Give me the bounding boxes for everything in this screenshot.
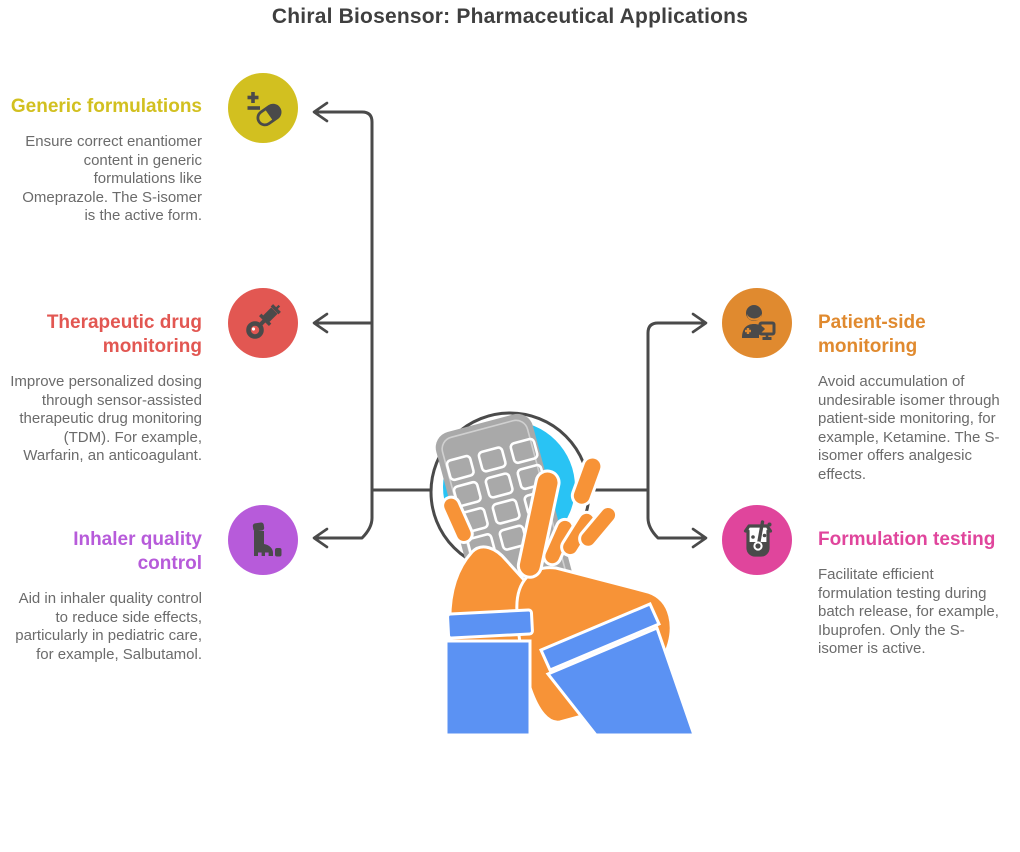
right-cuff — [539, 602, 661, 672]
arrow-left-middle-icon — [312, 312, 329, 334]
node-description: Aid in inhaler quality control to reduce… — [15, 590, 202, 663]
right-sleeve — [545, 625, 697, 737]
right-index-finger — [516, 469, 561, 579]
node-description: Ensure correct enantiomer content in gen… — [22, 133, 202, 224]
syringe-icon — [246, 304, 281, 339]
plus-minus-pill-icon — [247, 92, 282, 127]
inhaler-quality-control-badge — [228, 505, 298, 575]
node-description: Improve personalized dosing through sens… — [10, 373, 202, 464]
right-finger-3 — [578, 504, 619, 549]
generic-formulations-badge — [228, 73, 298, 143]
left-thumb — [441, 495, 474, 544]
node-heading: Therapeutic drug monitoring — [46, 312, 202, 357]
right-connector-lines — [584, 312, 708, 549]
thermometer-shape — [753, 520, 765, 551]
arrow-left-bottom-icon — [312, 527, 329, 549]
node-heading: Generic formulations — [10, 96, 202, 117]
node-heading: Inhaler quality control — [73, 529, 202, 574]
inhaler-icon — [252, 522, 282, 557]
arrow-right-top-icon — [691, 312, 708, 334]
arrow-left-top-icon — [312, 101, 329, 123]
arrow-right-bottom-icon — [691, 527, 708, 549]
patient-side-monitoring-badge — [722, 288, 792, 358]
therapeutic-drug-monitoring-badge — [228, 288, 298, 358]
node-heading: Patient-side monitoring — [818, 312, 926, 357]
node-patient-side-monitoring: Patient-side monitoring Avoid accumulati… — [818, 311, 1008, 484]
left-trunk-line — [314, 110, 374, 540]
right-trunk-line — [646, 321, 706, 540]
left-cuff — [446, 608, 534, 640]
beaker-thermometer-icon — [743, 520, 773, 557]
doctor-with-monitor-icon — [742, 305, 776, 340]
node-description: Avoid accumulation of undesirable isomer… — [818, 373, 1000, 483]
left-connector-lines — [312, 101, 436, 549]
center-illustration — [429, 411, 697, 737]
page-title: Chiral Biosensor: Pharmaceutical Applica… — [271, 5, 749, 28]
node-inhaler-quality-control: Inhaler quality control Aid in inhaler q… — [10, 528, 202, 664]
node-therapeutic-drug-monitoring: Therapeutic drug monitoring Improve pers… — [10, 311, 202, 466]
formulation-testing-badge — [722, 505, 792, 575]
sleeves — [444, 602, 697, 737]
node-description: Facilitate efficient formulation testing… — [818, 566, 999, 657]
left-sleeve — [444, 639, 532, 737]
monitor-shape — [758, 321, 776, 340]
node-formulation-testing: Formulation testing Facilitate efficient… — [818, 528, 1008, 659]
node-heading: Formulation testing — [818, 529, 996, 550]
node-generic-formulations: Generic formulations Ensure correct enan… — [10, 95, 202, 226]
right-thumb — [570, 455, 604, 507]
